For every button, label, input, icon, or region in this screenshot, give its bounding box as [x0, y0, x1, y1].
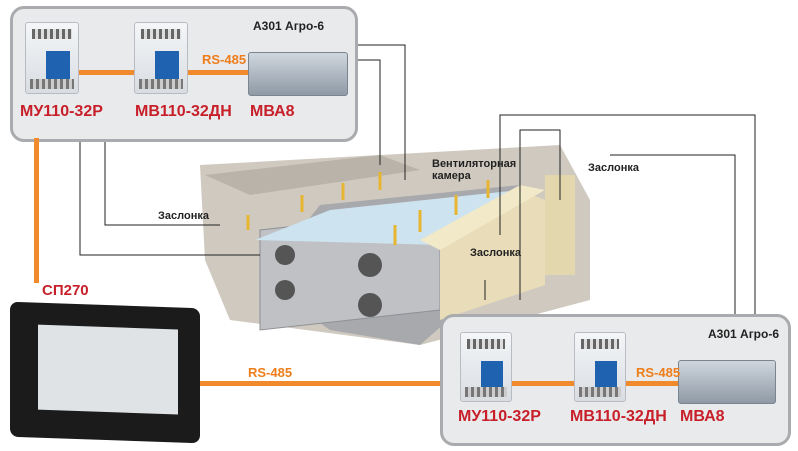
panel-vertical-bus — [34, 138, 39, 283]
panel-bus-line — [200, 381, 445, 386]
panel-bus-label: RS-485 — [248, 365, 293, 380]
bottom-group-title: А301 Агро-6 — [708, 327, 780, 341]
mva8-device-top — [248, 52, 348, 96]
mv110-device-bottom — [574, 332, 626, 402]
panel-label: СП270 — [42, 282, 89, 299]
fan-room-label: Вентиляторная камера — [432, 158, 517, 182]
top-device-label-1: МУ110-32Р — [20, 103, 103, 120]
mv110-device-top — [134, 22, 188, 94]
bottom-device-label-2: МВ110-32ДН — [570, 408, 667, 425]
top-device-label-2: МВ110-32ДН — [135, 103, 232, 120]
damper-label-left: Заслонка — [158, 210, 209, 222]
top-group-title: А301 Агро-6 — [253, 19, 325, 33]
damper-label-right: Заслонка — [588, 162, 639, 174]
panel-screen — [38, 324, 178, 415]
damper-label-center: Заслонка — [470, 247, 521, 259]
sp270-touch-panel — [10, 301, 200, 444]
bottom-device-label-3: МВА8 — [680, 408, 725, 425]
bottom-device-label-1: МУ110-32Р — [458, 408, 541, 425]
mu110-device-bottom — [460, 332, 512, 402]
mu110-device-top — [25, 22, 79, 94]
bottom-bus-label: RS-485 — [636, 365, 681, 380]
top-bus-label: RS-485 — [202, 52, 247, 67]
mva8-device-bottom — [678, 360, 776, 404]
top-device-label-3: МВА8 — [250, 103, 295, 120]
